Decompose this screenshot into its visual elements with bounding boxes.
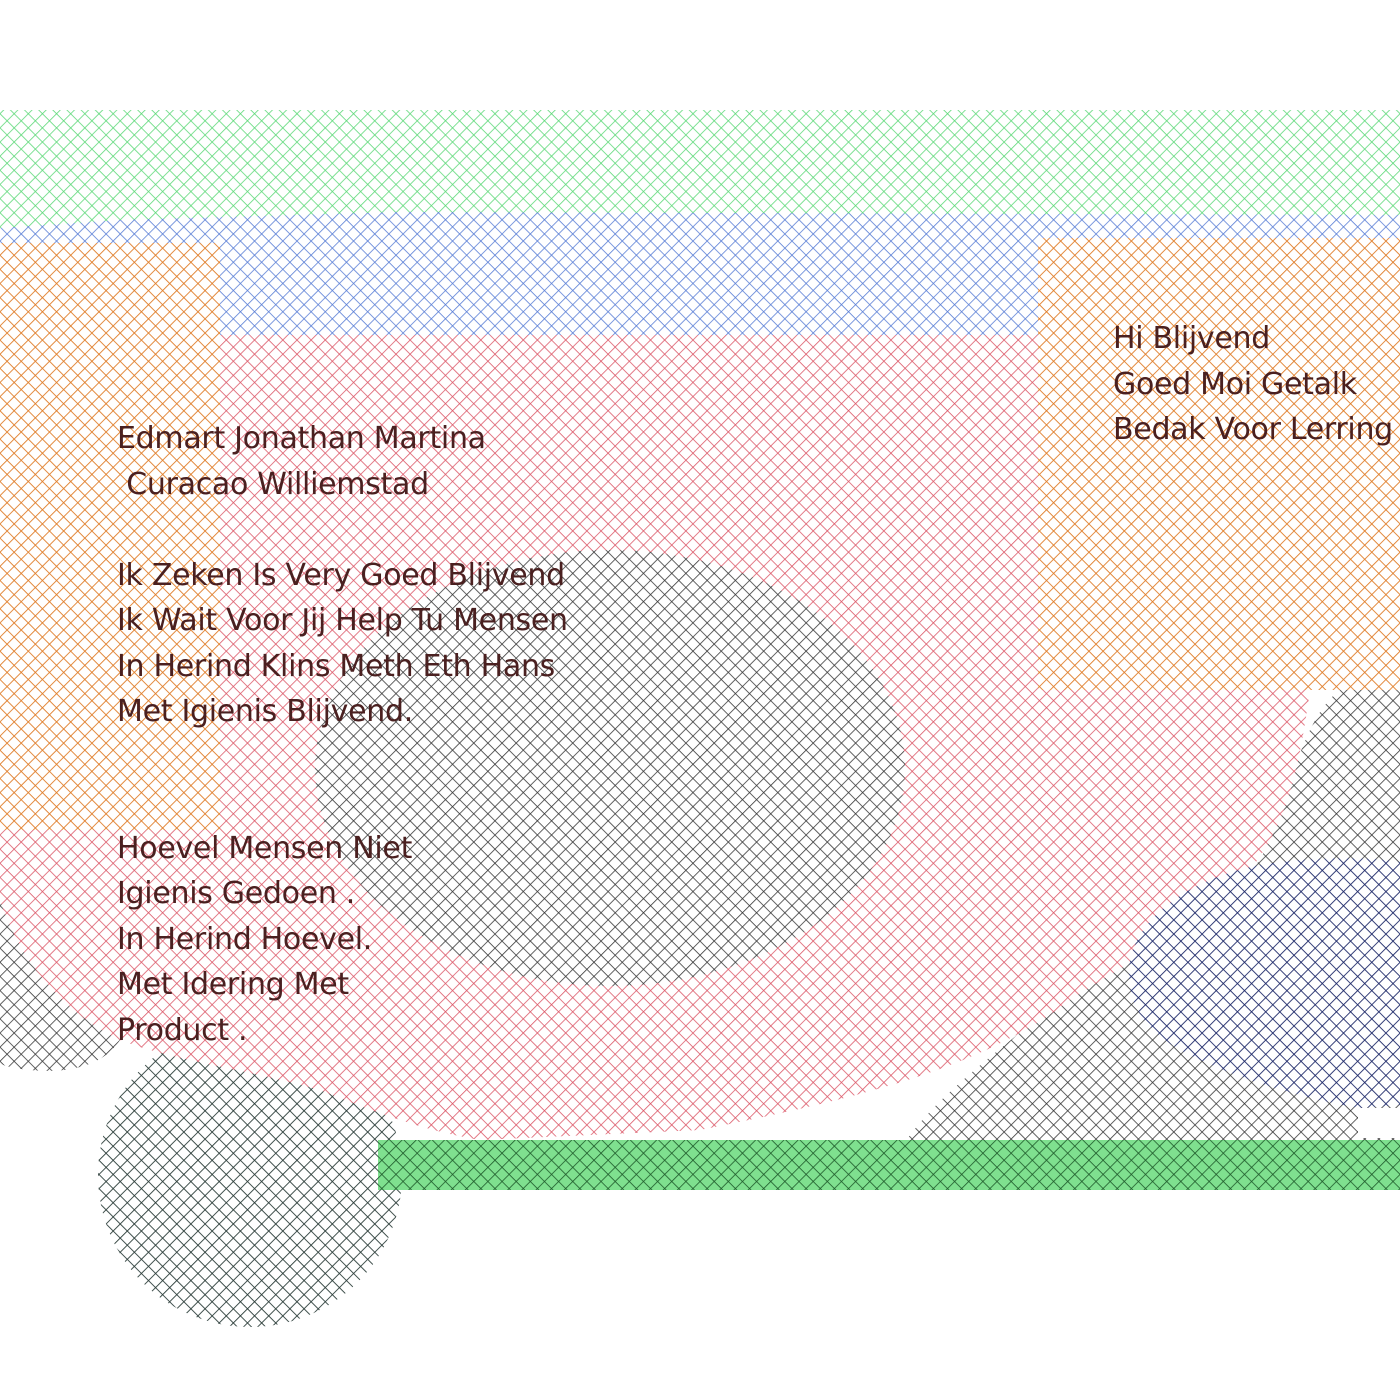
right-text-line: Goed Moi Getalk (1113, 366, 1357, 402)
right-text-line: Bedak Voor Lerring (1113, 412, 1393, 447)
left-text-line: Hoevel Mensen Niet (117, 830, 413, 866)
left-text-line: Edmart Jonathan Martina (117, 421, 486, 456)
orange-panel-left (0, 243, 220, 830)
left-text-line (117, 735, 568, 781)
left-text-line: In Herind Hoevel. (117, 921, 373, 957)
left-text-line: Ik Zeken Is Very Goed Blijvend (117, 557, 565, 593)
left-text-line: In Herind Klins Meth Eth Hans (117, 648, 556, 684)
left-text-line: Met Idering Met (117, 967, 349, 1002)
orange-panel-right (1038, 238, 1400, 690)
left-text-block: Edmart Jonathan Martina Curacao Williems… (117, 416, 568, 1053)
slate-circle (98, 1023, 402, 1327)
left-text-line (117, 780, 568, 826)
left-text-line: Curacao Williemstad (117, 466, 429, 502)
left-text-line: Met Igienis Blijvend. (117, 694, 413, 729)
right-text-line: Hi Blijvend (1113, 321, 1270, 356)
left-text-line: Product . (117, 1012, 248, 1048)
green-bar (378, 1140, 1400, 1190)
gray-ellipse (315, 550, 905, 986)
navy-blob (1128, 858, 1400, 1108)
white-notch (1358, 1108, 1400, 1138)
left-text-line: Igienis Gedoen . (117, 876, 356, 911)
left-text-line: Ik Wait Voor Jij Help Tu Mensen (117, 603, 568, 638)
left-text-line (117, 507, 568, 553)
green-band (0, 110, 1400, 230)
